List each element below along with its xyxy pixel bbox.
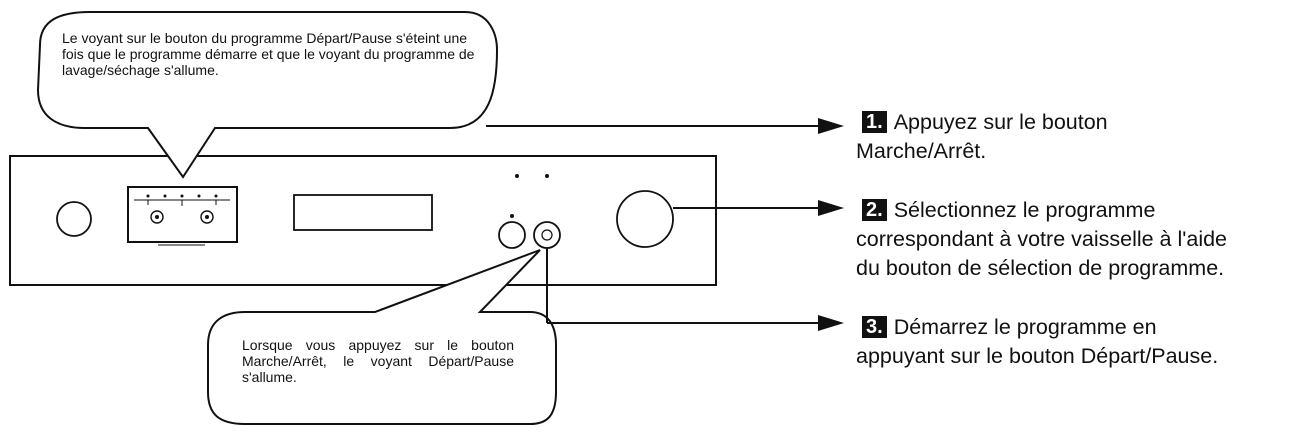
control-panel bbox=[9, 155, 717, 286]
step-1: 1. Appuyez sur le bouton Marche/Arrêt. bbox=[856, 108, 1108, 166]
callout-top-bubble bbox=[36, 11, 499, 179]
step-1-line2: Marche/Arrêt. bbox=[856, 139, 987, 163]
indicator-light-box bbox=[127, 186, 238, 246]
indicator-dot bbox=[515, 174, 519, 178]
step-2-line1: Sélectionnez le programme bbox=[893, 198, 1156, 222]
arrowhead-3 bbox=[818, 315, 844, 331]
callout-top-text: Le voyant sur le bouton du programme Dép… bbox=[62, 30, 475, 78]
step-3-line1: Démarrez le programme en bbox=[893, 315, 1157, 339]
step-3-number: 3. bbox=[862, 316, 887, 338]
program-selector-knob[interactable] bbox=[616, 190, 674, 248]
start-pause-indicator bbox=[541, 229, 553, 241]
indicator-dot bbox=[545, 174, 549, 178]
callout-bottom-bubble bbox=[207, 249, 557, 425]
small-button[interactable] bbox=[498, 221, 526, 249]
step-2-line3: du bouton de sélection de programme. bbox=[856, 256, 1225, 280]
step-2-number: 2. bbox=[862, 199, 887, 221]
step-2: 2. Sélectionnez le programme correspondan… bbox=[856, 196, 1227, 283]
indicator-dot bbox=[510, 214, 514, 218]
arrowhead-1 bbox=[818, 118, 844, 134]
step-2-line2: correspondant à votre vaisselle à l'aide bbox=[856, 227, 1228, 251]
power-button[interactable] bbox=[56, 201, 92, 237]
step-3: 3. Démarrez le programme en appuyant sur … bbox=[856, 313, 1218, 371]
step-1-number: 1. bbox=[862, 111, 887, 133]
start-pause-button[interactable] bbox=[533, 221, 561, 249]
step-1-line1: Appuyez sur le bouton bbox=[893, 110, 1108, 134]
display-window bbox=[293, 194, 433, 231]
arrowhead-2 bbox=[818, 200, 844, 216]
step-3-line2: appuyant sur le bouton Départ/Pause. bbox=[856, 344, 1219, 368]
callout-bottom-text: Lorsque vous appuyez sur le bouton March… bbox=[242, 337, 514, 385]
